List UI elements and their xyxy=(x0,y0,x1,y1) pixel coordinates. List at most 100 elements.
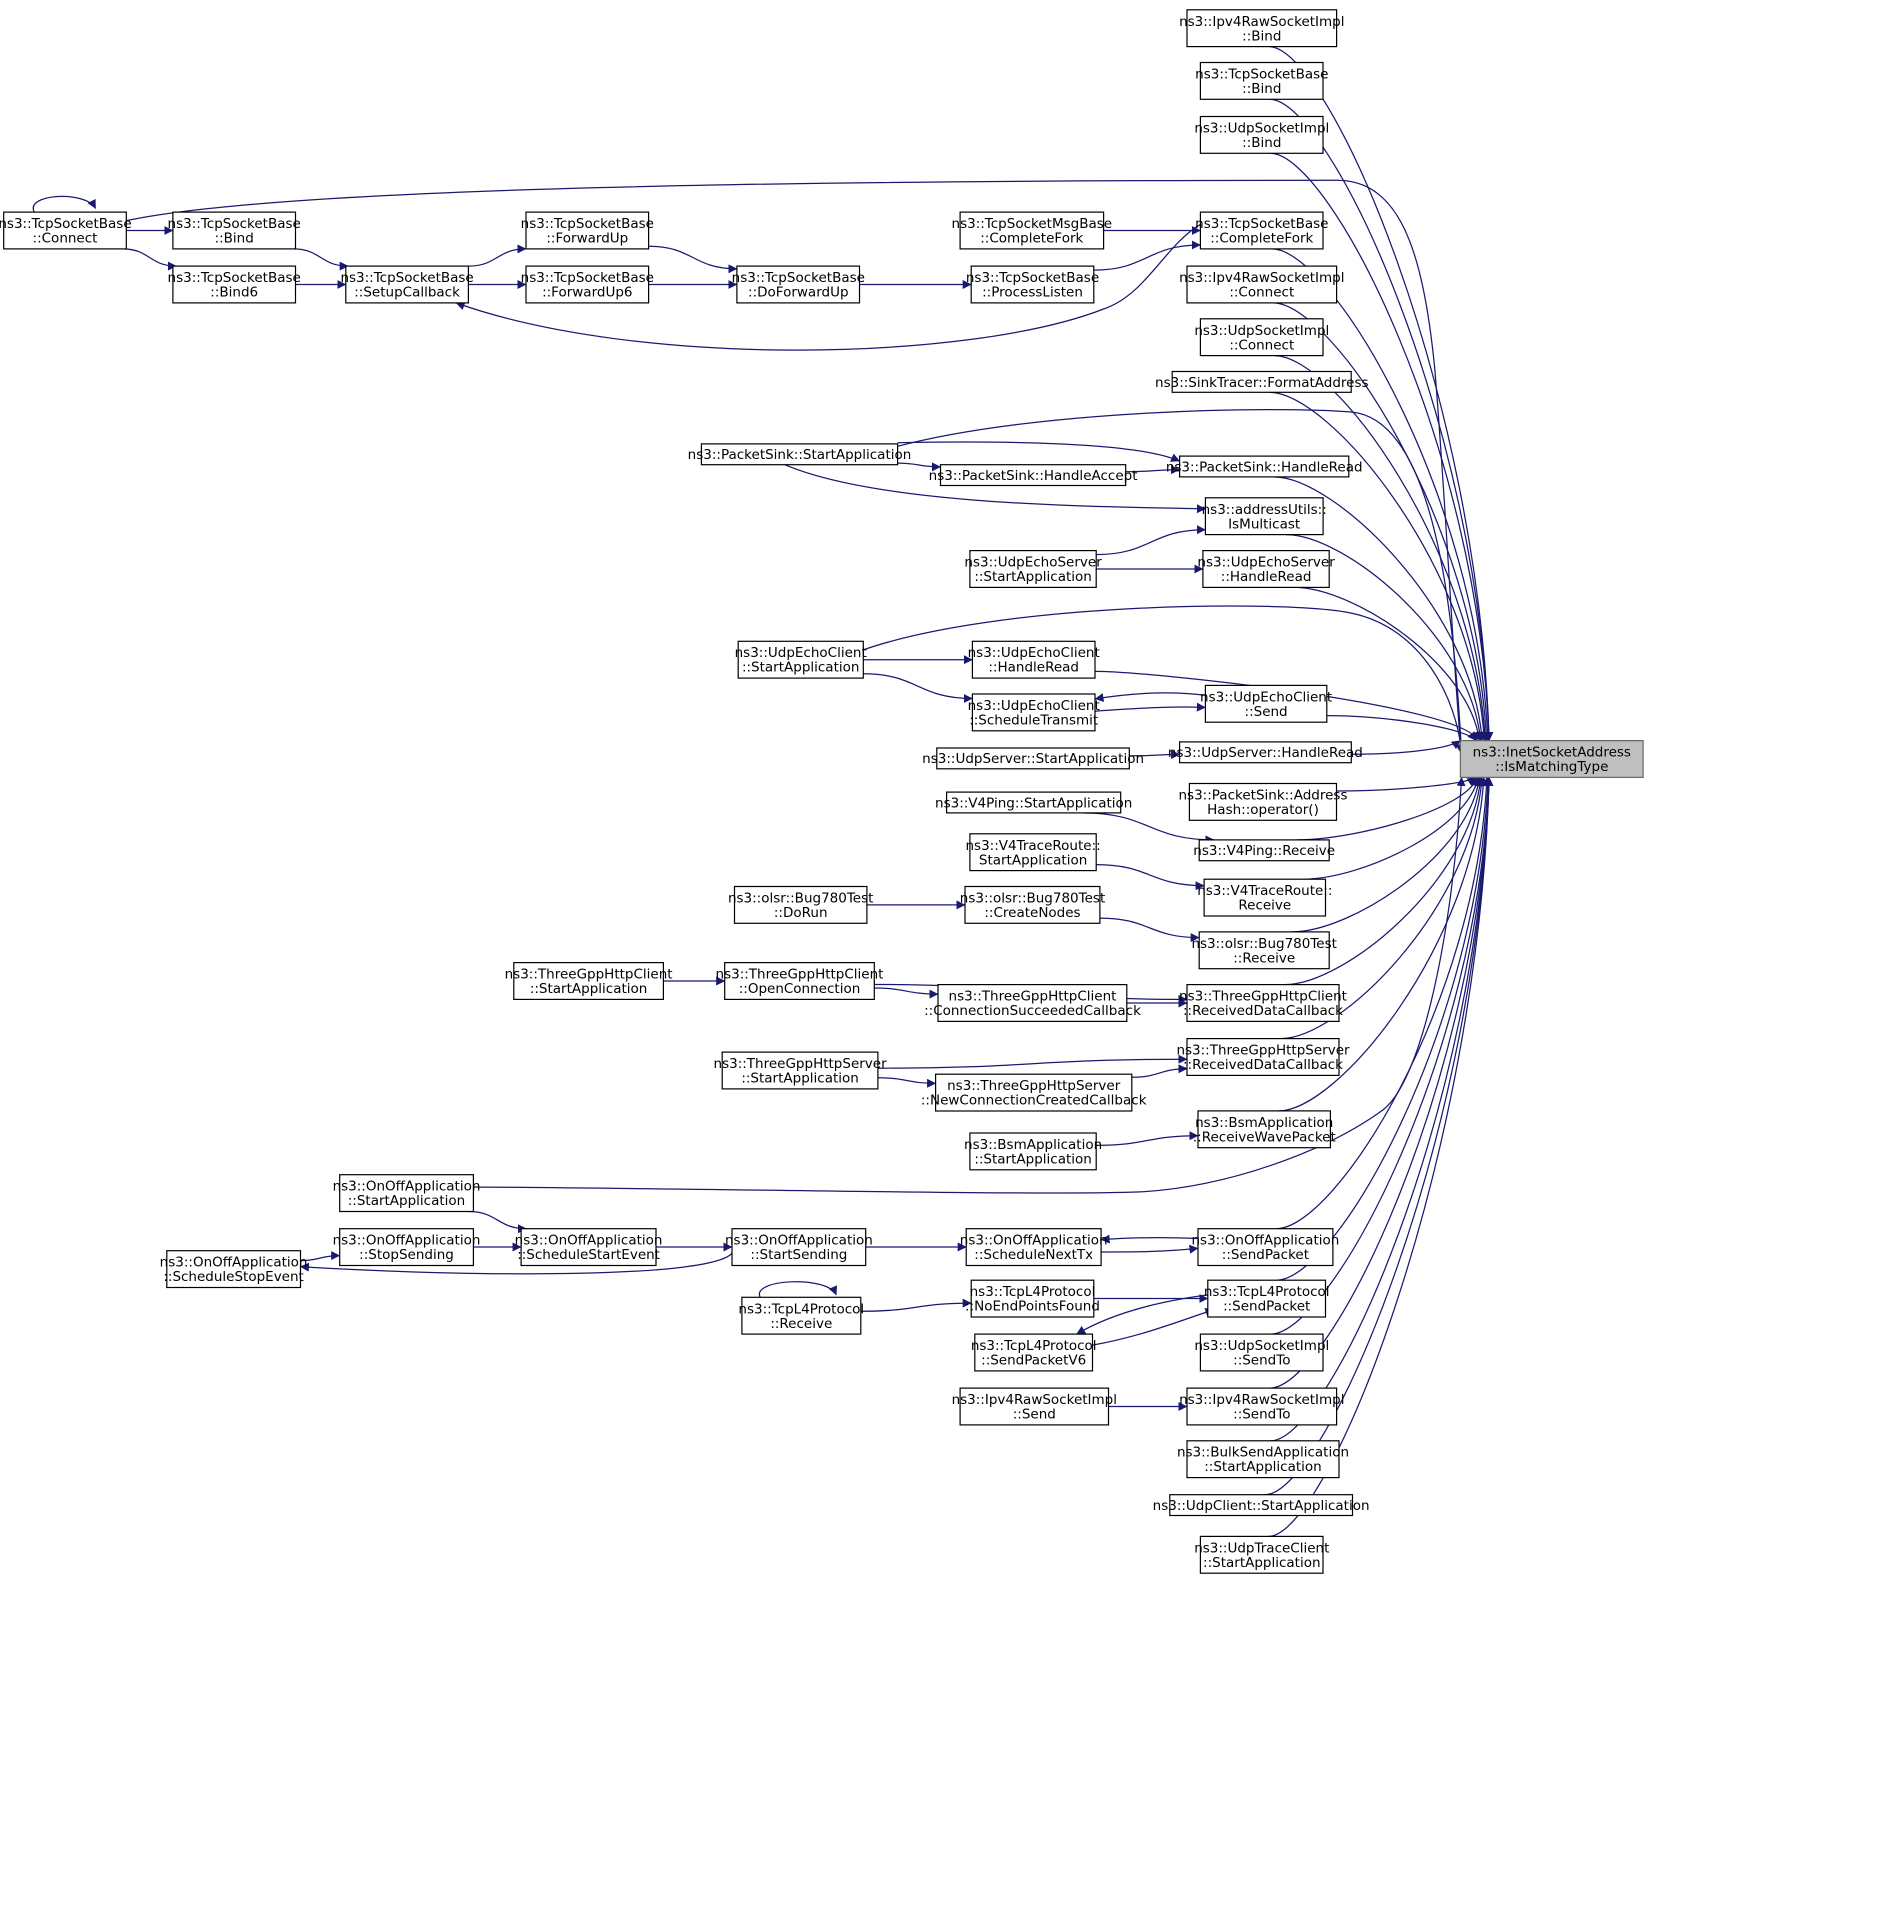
node-processListen[interactable]: ns3::TcpSocketBase::ProcessListen xyxy=(966,265,1099,304)
node-ipv4RawSend[interactable]: ns3::Ipv4RawSocketImpl::Send xyxy=(952,1387,1117,1426)
node-completeFork[interactable]: ns3::TcpSocketBase::CompleteFork xyxy=(1195,211,1328,250)
node-v4pingRecv[interactable]: ns3::V4Ping::Receive xyxy=(1193,839,1335,862)
node-udpClientStart[interactable]: ns3::UdpClient::StartApplication xyxy=(1153,1494,1370,1517)
node-label-line: ns3::BsmApplication xyxy=(964,1137,1102,1153)
node-onoffSendPkt[interactable]: ns3::OnOffApplication::SendPacket xyxy=(1191,1228,1339,1267)
node-label-line: ::Send xyxy=(1013,1407,1056,1423)
node-httpServerRecv[interactable]: ns3::ThreeGppHttpServer::ReceivedDataCal… xyxy=(1176,1037,1350,1076)
node-tcpBaseBindR[interactable]: ns3::TcpSocketBase::Bind xyxy=(1195,61,1328,100)
node-echoServerStart[interactable]: ns3::UdpEchoServer::StartApplication xyxy=(964,549,1102,588)
node-label-line: IsMulticast xyxy=(1228,516,1300,532)
node-httpClientOpen[interactable]: ns3::ThreeGppHttpClient::OpenConnection xyxy=(716,961,884,1000)
node-tcpL4Recv[interactable]: ns3::TcpL4Protocol::Receive xyxy=(738,1296,864,1335)
edge-onoffSendPkt-to-onoffSchedTx xyxy=(1100,1234,1199,1244)
node-label-line: ns3::olsr::Bug780Test xyxy=(960,891,1105,907)
node-msgCompleteFork[interactable]: ns3::TcpSocketMsgBase::CompleteFork xyxy=(952,211,1113,250)
node-ipv4RawBind[interactable]: ns3::Ipv4RawSocketImpl::Bind xyxy=(1179,9,1345,48)
node-echoClientStart[interactable]: ns3::UdpEchoClient::StartApplication xyxy=(735,640,867,679)
node-forwardUp[interactable]: ns3::TcpSocketBase::ForwardUp xyxy=(521,211,654,250)
node-label-line: ns3::OnOffApplication xyxy=(725,1233,873,1249)
node-forwardUp6[interactable]: ns3::TcpSocketBase::ForwardUp6 xyxy=(521,265,654,304)
edge-udpSockConnect-to-isMatchingType xyxy=(1274,354,1490,742)
node-bug780Recv[interactable]: ns3::olsr::Bug780Test::Receive xyxy=(1191,931,1337,970)
node-box xyxy=(970,1279,1095,1318)
node-echoClientSched[interactable]: ns3::UdpEchoClient::ScheduleTransmit xyxy=(968,693,1100,732)
edge-onoffStartSend-to-onoffSchedStop xyxy=(299,1252,733,1275)
node-httpServerStart[interactable]: ns3::ThreeGppHttpServer::StartApplicatio… xyxy=(714,1051,888,1090)
node-bsmRecv[interactable]: ns3::BsmApplication::ReceiveWavePacket xyxy=(1193,1110,1336,1149)
node-box xyxy=(1207,1279,1327,1318)
node-onoffSchedStop[interactable]: ns3::OnOffApplication::ScheduleStopEvent xyxy=(160,1250,308,1289)
node-onoffSchedStart[interactable]: ns3::OnOffApplication::ScheduleStartEven… xyxy=(515,1228,663,1267)
node-label-line: ns3::TcpL4Protocol xyxy=(971,1338,1097,1354)
node-echoServerRead[interactable]: ns3::UdpEchoServer::HandleRead xyxy=(1197,549,1335,588)
node-pktSinkRead[interactable]: ns3::PacketSink::HandleRead xyxy=(1166,455,1363,478)
edge-onoffSchedTx-to-onoffSendPkt xyxy=(1101,1244,1199,1254)
node-v4pingStart[interactable]: ns3::V4Ping::StartApplication xyxy=(935,791,1132,814)
node-box xyxy=(934,1073,1133,1112)
node-bulkSendStart[interactable]: ns3::BulkSendApplication::StartApplicati… xyxy=(1177,1440,1349,1479)
node-setupCallback[interactable]: ns3::TcpSocketBase::SetupCallback xyxy=(340,265,474,304)
edge-addrHash-to-isMatchingType xyxy=(1336,776,1477,792)
node-v4trRecv[interactable]: ns3::V4TraceRoute::Receive xyxy=(1197,878,1332,917)
node-onoffStop[interactable]: ns3::OnOffApplication::StopSending xyxy=(333,1228,481,1267)
node-tcpBind[interactable]: ns3::TcpSocketBase::Bind xyxy=(168,211,301,250)
node-box xyxy=(1171,370,1352,393)
node-isMatchingType[interactable]: ns3::InetSocketAddress::IsMatchingType xyxy=(1459,739,1644,778)
node-ipv4RawConnect[interactable]: ns3::Ipv4RawSocketImpl::Connect xyxy=(1179,265,1345,304)
node-label-line: ns3::UdpTraceClient xyxy=(1194,1540,1329,1556)
node-httpClientConnOk[interactable]: ns3::ThreeGppHttpClient::ConnectionSucce… xyxy=(924,983,1141,1022)
node-label-line: ::ForwardUp xyxy=(546,231,628,247)
node-echoClientRead[interactable]: ns3::UdpEchoClient::HandleRead xyxy=(968,640,1100,679)
node-udpSockBind[interactable]: ns3::UdpSocketImpl::Bind xyxy=(1194,115,1329,154)
node-label-line: ::CompleteFork xyxy=(980,231,1083,247)
node-onoffStartSend[interactable]: ns3::OnOffApplication::StartSending xyxy=(725,1228,873,1267)
node-tcpConnect[interactable]: ns3::TcpSocketBase::Connect xyxy=(0,211,132,250)
edge-bsmRecv-to-isMatchingType xyxy=(1278,776,1488,1112)
node-tcpL4NoEp[interactable]: ns3::TcpL4Protocol::NoEndPointsFound xyxy=(965,1279,1100,1318)
node-label-line: ::OpenConnection xyxy=(739,981,861,997)
node-udpSockSendTo[interactable]: ns3::UdpSocketImpl::SendTo xyxy=(1194,1333,1329,1372)
node-label-line: ::ForwardUp6 xyxy=(542,285,632,301)
node-httpClientRecv[interactable]: ns3::ThreeGppHttpClient::ReceivedDataCal… xyxy=(1179,983,1347,1022)
node-label-line: ns3::addressUtils:: xyxy=(1202,502,1327,518)
node-isMulticast[interactable]: ns3::addressUtils::IsMulticast xyxy=(1202,497,1327,536)
node-label-line: ns3::Ipv4RawSocketImpl xyxy=(1179,1392,1344,1408)
node-doForwardUp[interactable]: ns3::TcpSocketBase::DoForwardUp xyxy=(732,265,865,304)
node-bug780Create[interactable]: ns3::olsr::Bug780Test::CreateNodes xyxy=(960,885,1105,924)
edge-pktSinkStart-to-isMulticast xyxy=(784,464,1206,514)
node-box xyxy=(1204,497,1324,536)
node-bug780DoRun[interactable]: ns3::olsr::Bug780Test::DoRun xyxy=(728,885,873,924)
node-pktSinkStart[interactable]: ns3::PacketSink::StartApplication xyxy=(688,443,912,466)
node-tcpL4SendV6[interactable]: ns3::TcpL4Protocol::SendPacketV6 xyxy=(971,1333,1097,1372)
node-udpServerStart[interactable]: ns3::UdpServer::StartApplication xyxy=(922,747,1144,770)
node-onoffSchedTx[interactable]: ns3::OnOffApplication::ScheduleNextTx xyxy=(960,1228,1108,1267)
node-sinkTracer[interactable]: ns3::SinkTracer::FormatAddress xyxy=(1155,370,1369,393)
node-onoffStart[interactable]: ns3::OnOffApplication::StartApplication xyxy=(333,1174,481,1213)
node-udpServerRead[interactable]: ns3::UdpServer::HandleRead xyxy=(1168,741,1363,764)
node-label-line: ::SendPacketV6 xyxy=(981,1353,1086,1369)
node-httpClientStart[interactable]: ns3::ThreeGppHttpClient::StartApplicatio… xyxy=(505,961,673,1000)
node-box xyxy=(1199,61,1324,100)
node-tcpBind6[interactable]: ns3::TcpSocketBase::Bind6 xyxy=(168,265,301,304)
node-box xyxy=(1459,739,1644,778)
node-label-line: ::ScheduleStopEvent xyxy=(163,1269,304,1285)
node-box xyxy=(700,443,899,466)
node-box xyxy=(1203,878,1327,917)
node-label-line: ::DoRun xyxy=(774,905,828,921)
node-label-line: ns3::InetSocketAddress xyxy=(1473,745,1631,761)
node-v4trStart[interactable]: ns3::V4TraceRoute::StartApplication xyxy=(965,833,1101,872)
node-label-line: ns3::TcpSocketMsgBase xyxy=(952,216,1113,232)
node-udpTraceStart[interactable]: ns3::UdpTraceClient::StartApplication xyxy=(1194,1535,1329,1574)
node-pktSinkAccept[interactable]: ns3::PacketSink::HandleAccept xyxy=(929,464,1138,487)
node-udpSockConnect[interactable]: ns3::UdpSocketImpl::Connect xyxy=(1194,318,1329,357)
node-httpServerNewConn[interactable]: ns3::ThreeGppHttpServer::NewConnectionCr… xyxy=(921,1073,1147,1112)
node-tcpL4Send[interactable]: ns3::TcpL4Protocol::SendPacket xyxy=(1204,1279,1330,1318)
node-label-line: ns3::ThreeGppHttpServer xyxy=(714,1056,888,1072)
node-ipv4RawSendTo[interactable]: ns3::Ipv4RawSocketImpl::SendTo xyxy=(1179,1387,1345,1426)
node-bsmStart[interactable]: ns3::BsmApplication::StartApplication xyxy=(964,1132,1102,1171)
node-label-line: ::SetupCallback xyxy=(354,285,460,301)
node-echoClientSend[interactable]: ns3::UdpEchoClient::Send xyxy=(1200,684,1332,723)
node-box xyxy=(1186,983,1340,1022)
